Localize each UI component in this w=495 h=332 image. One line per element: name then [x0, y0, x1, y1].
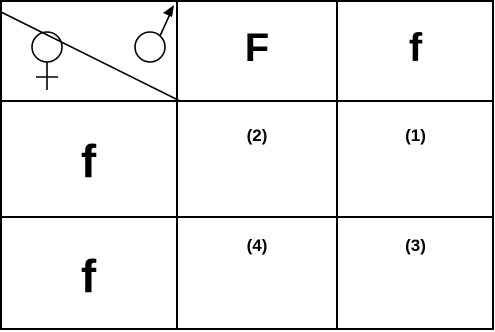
male-symbol-icon — [134, 5, 174, 63]
cell-r2-c2: (3) — [405, 236, 426, 255]
corner-diagonal — [0, 11, 181, 102]
cell-r2-c1: (4) — [246, 236, 268, 255]
row-header-1: f — [80, 135, 97, 187]
column-header-2: f — [408, 26, 423, 70]
female-symbol-icon — [31, 31, 63, 90]
column-header-1: F — [244, 26, 270, 70]
cell-r1-c2: (1) — [405, 126, 426, 145]
row-header-2: f — [80, 250, 97, 302]
cell-r1-c1: (2) — [246, 126, 268, 145]
